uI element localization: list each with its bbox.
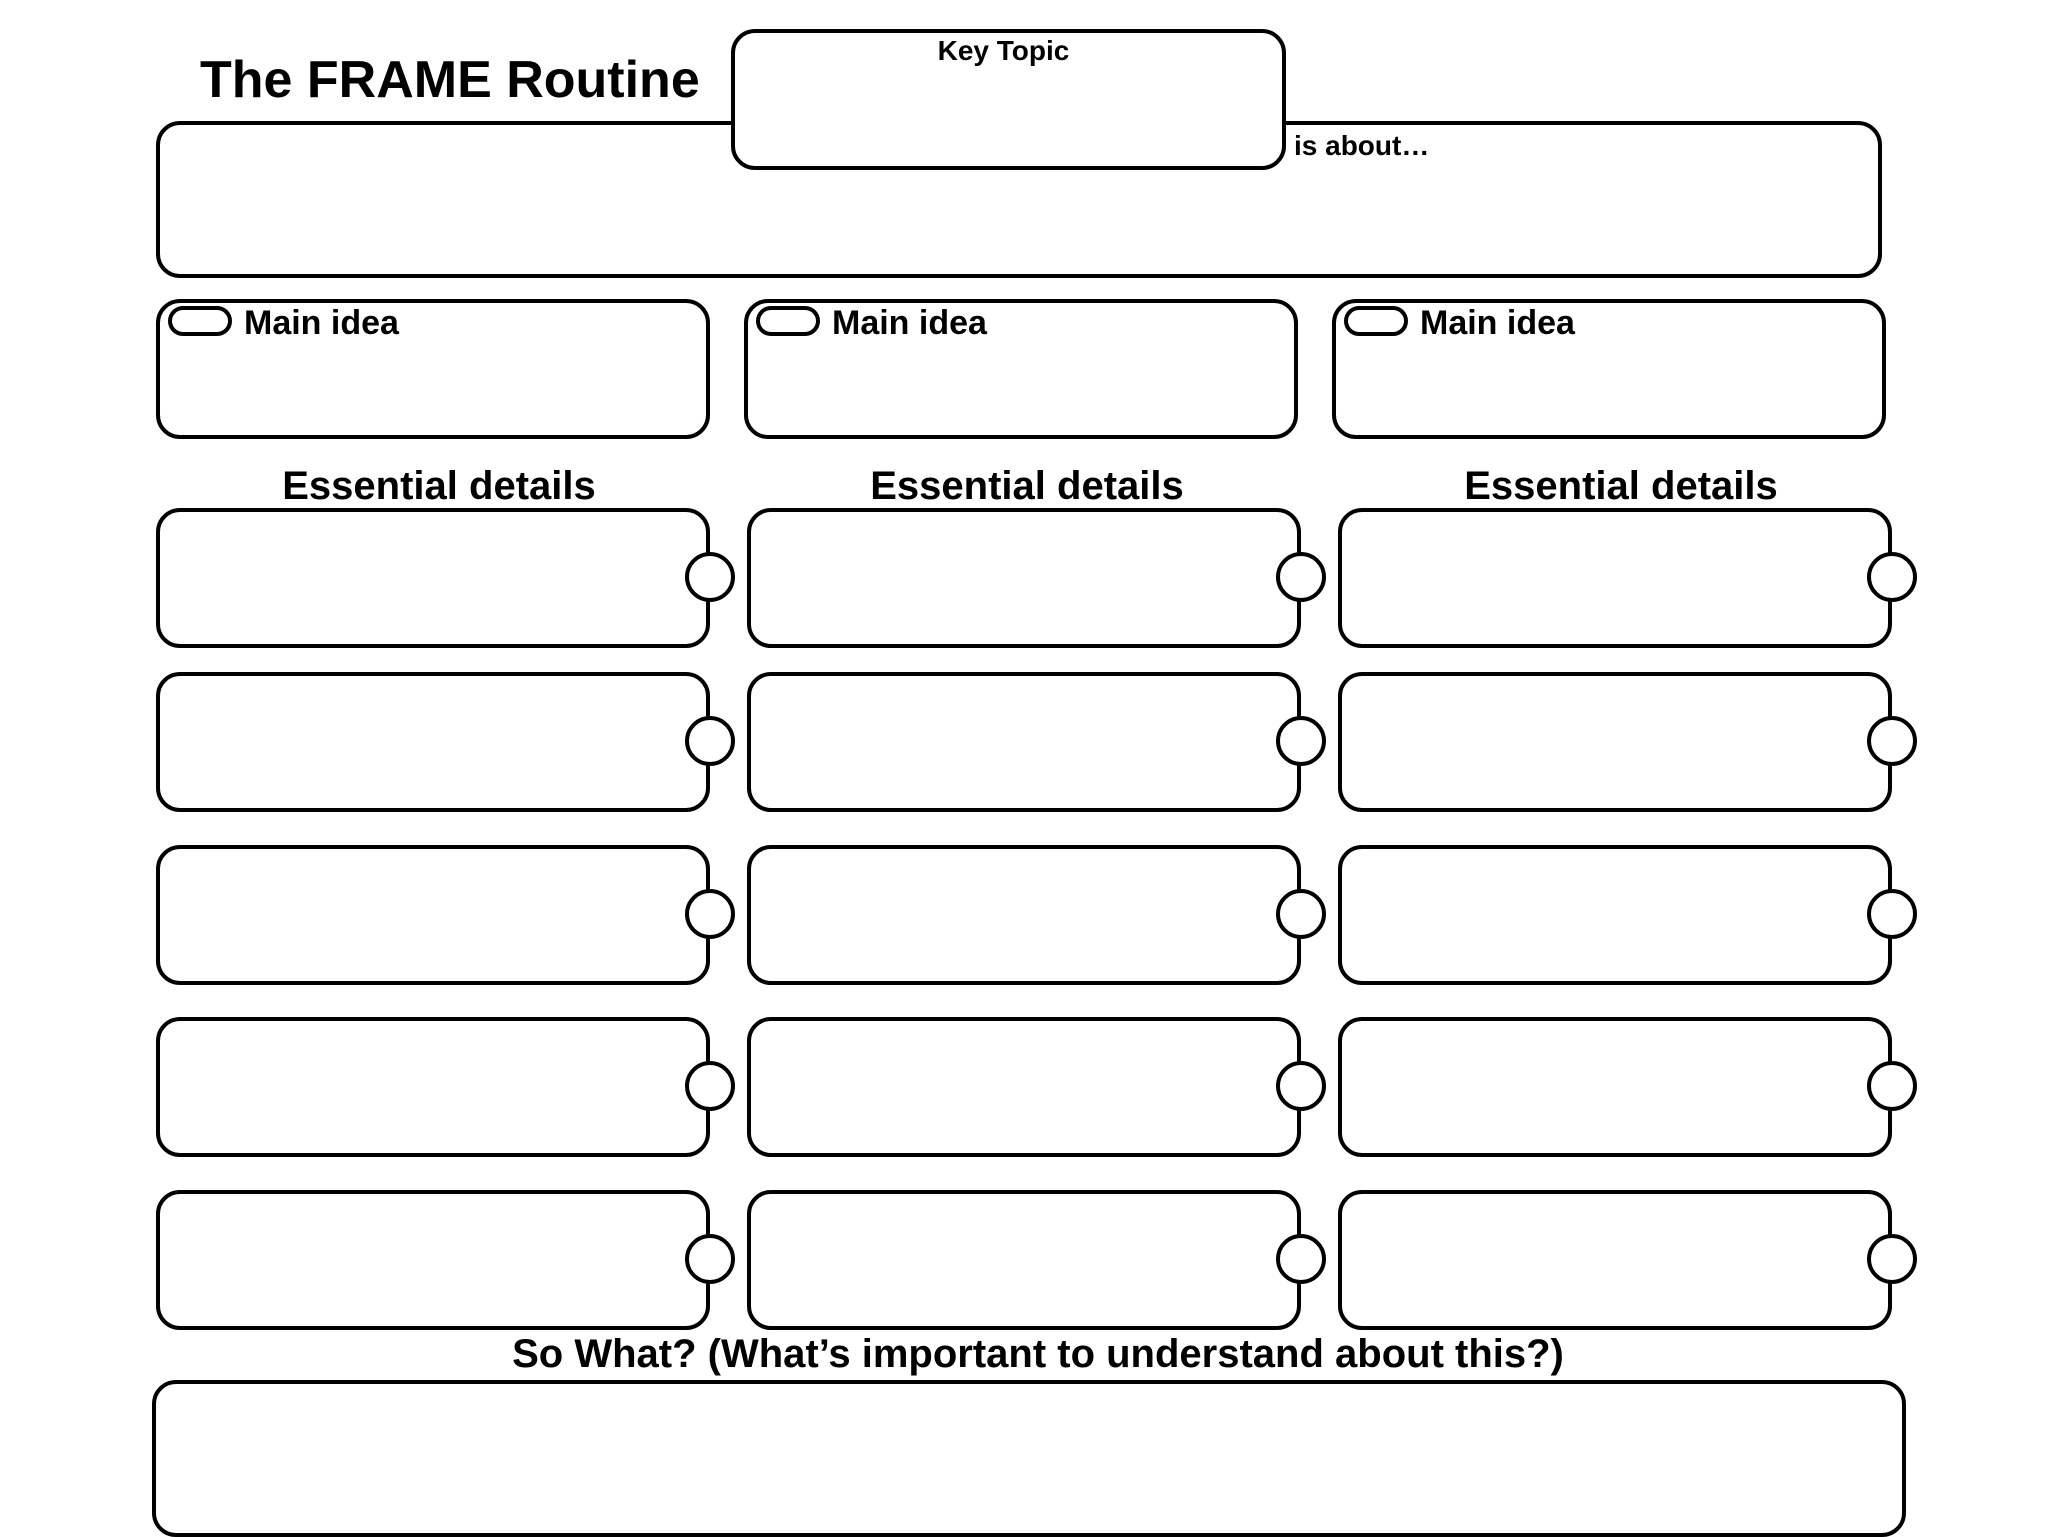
detail-box-3-3[interactable] (1338, 845, 1892, 985)
detail-1-3-knob-icon (685, 889, 735, 939)
detail-1-2-knob-icon (685, 716, 735, 766)
detail-2-2-knob-icon (1276, 716, 1326, 766)
essential-details-heading-1: Essential details (282, 464, 596, 508)
main-idea-2-label: Main idea (832, 304, 987, 342)
detail-box-3-5[interactable] (1338, 1190, 1892, 1330)
is-about-label: is about… (1294, 130, 1430, 161)
detail-box-2-2[interactable] (747, 672, 1301, 812)
essential-details-heading-3: Essential details (1464, 464, 1778, 508)
detail-2-1-knob-icon (1276, 552, 1326, 602)
detail-box-1-2[interactable] (156, 672, 710, 812)
main-idea-3-label: Main idea (1420, 304, 1575, 342)
detail-3-2-knob-icon (1867, 716, 1917, 766)
so-what-field[interactable] (152, 1380, 1906, 1537)
page-title: The FRAME Routine (200, 51, 700, 109)
detail-3-4-knob-icon (1867, 1061, 1917, 1111)
main-idea-3-pill-icon (1344, 306, 1408, 336)
detail-2-3-knob-icon (1276, 889, 1326, 939)
detail-box-1-5[interactable] (156, 1190, 710, 1330)
detail-1-1-knob-icon (685, 552, 735, 602)
detail-3-3-knob-icon (1867, 889, 1917, 939)
detail-2-5-knob-icon (1276, 1234, 1326, 1284)
detail-box-2-1[interactable] (747, 508, 1301, 648)
main-idea-1-pill-icon (168, 306, 232, 336)
detail-2-4-knob-icon (1276, 1061, 1326, 1111)
main-idea-2-pill-icon (756, 306, 820, 336)
detail-3-5-knob-icon (1867, 1234, 1917, 1284)
main-idea-box-1[interactable] (156, 299, 710, 439)
detail-box-2-4[interactable] (747, 1017, 1301, 1157)
detail-box-1-1[interactable] (156, 508, 710, 648)
detail-1-5-knob-icon (685, 1234, 735, 1284)
detail-box-3-4[interactable] (1338, 1017, 1892, 1157)
detail-1-4-knob-icon (685, 1061, 735, 1111)
so-what-heading: So What? (What’s important to understand… (512, 1332, 1564, 1376)
detail-box-3-2[interactable] (1338, 672, 1892, 812)
detail-box-2-5[interactable] (747, 1190, 1301, 1330)
main-idea-box-3[interactable] (1332, 299, 1886, 439)
detail-box-1-4[interactable] (156, 1017, 710, 1157)
key-topic-field[interactable] (731, 29, 1286, 170)
detail-box-2-3[interactable] (747, 845, 1301, 985)
essential-details-heading-2: Essential details (870, 464, 1184, 508)
detail-box-1-3[interactable] (156, 845, 710, 985)
main-idea-1-label: Main idea (244, 304, 399, 342)
key-topic-label: Key Topic (937, 35, 1070, 66)
detail-3-1-knob-icon (1867, 552, 1917, 602)
detail-box-3-1[interactable] (1338, 508, 1892, 648)
main-idea-box-2[interactable] (744, 299, 1298, 439)
